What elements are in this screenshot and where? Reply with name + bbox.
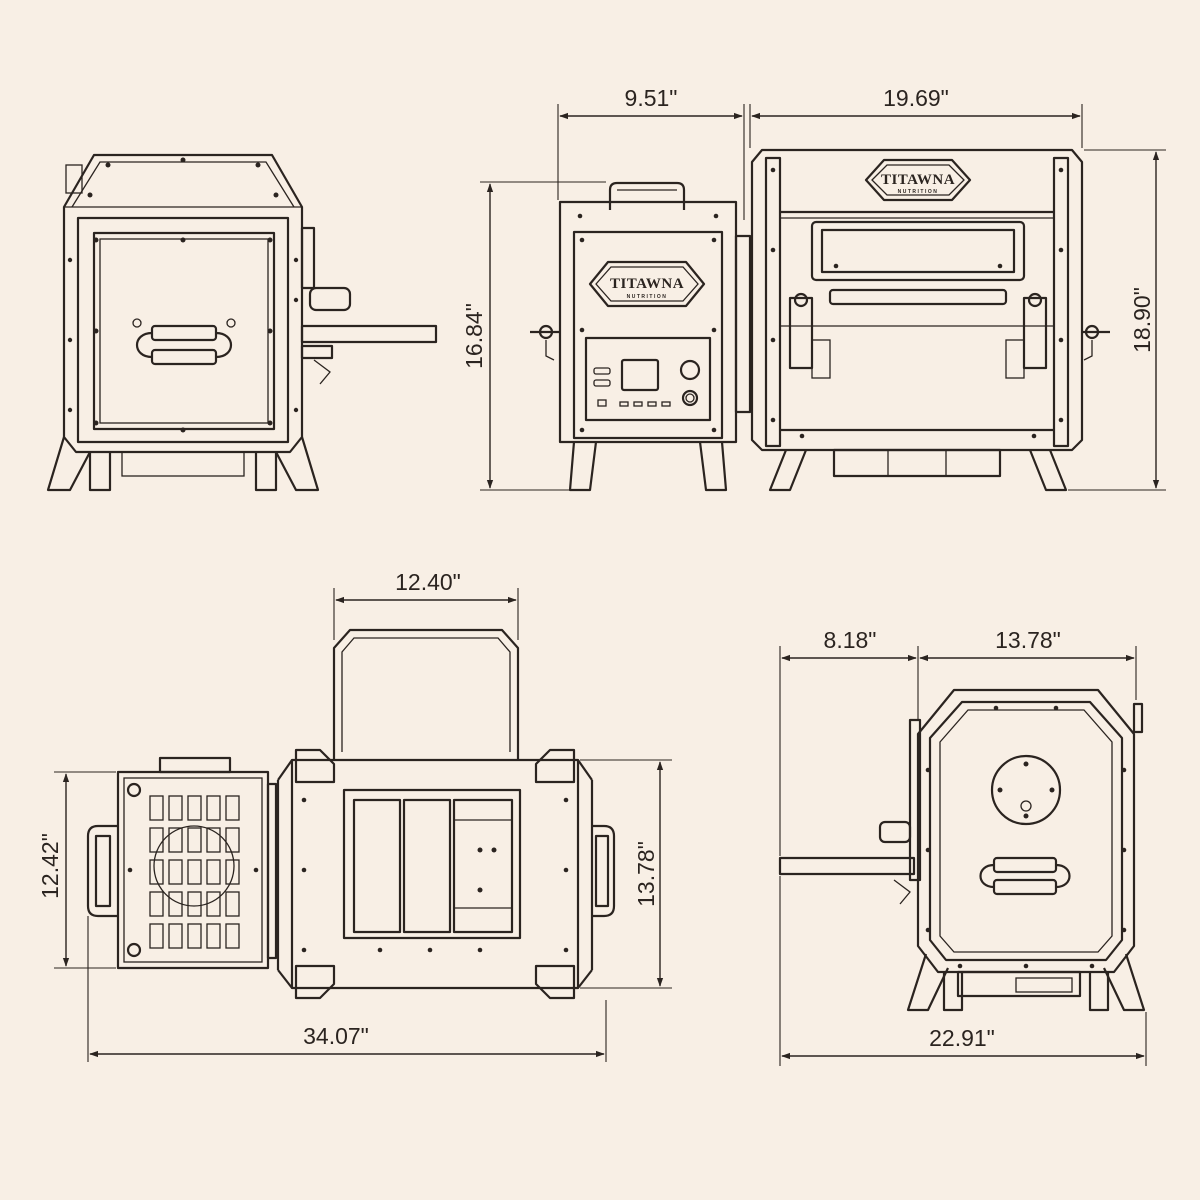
side-view-right-elevation <box>778 688 1146 1012</box>
bolts <box>925 705 1127 969</box>
dim-16-84: 16.84" <box>461 303 487 369</box>
side-view-dimensions: 8.18" 13.78" 22.91" <box>779 627 1147 1066</box>
top-view-dimensions: 12.40" 12.42" 13.78" 34.07" <box>37 569 672 1062</box>
front-view-elevation: TITAWNA NUTRITION <box>530 148 1110 492</box>
dim-9-51: 9.51" <box>625 85 678 111</box>
logo-badge-left: TITAWNA NUTRITION <box>588 260 706 308</box>
svg-text:NUTRITION: NUTRITION <box>898 189 939 195</box>
front-view-dimensions: 9.51" 19.69" 16.84" 18.90" <box>461 85 1166 491</box>
bolts <box>67 157 299 433</box>
dim-12-42: 12.42" <box>37 833 63 899</box>
dim-18-90: 18.90" <box>1129 287 1155 353</box>
dim-13-78-side: 13.78" <box>995 627 1061 653</box>
dim-19-69: 19.69" <box>883 85 949 111</box>
top-view-plan <box>86 628 616 1000</box>
bolts <box>577 167 1064 439</box>
dim-34-07: 34.07" <box>303 1023 369 1049</box>
dim-8-18: 8.18" <box>824 627 877 653</box>
round-vent <box>990 754 1062 826</box>
fan-grille <box>149 795 240 949</box>
dim-12-40: 12.40" <box>395 569 461 595</box>
dim-13-78-top: 13.78" <box>633 841 659 907</box>
dim-22-91: 22.91" <box>929 1025 995 1051</box>
svg-text:TITAWNA: TITAWNA <box>610 276 684 292</box>
control-panel <box>584 336 712 422</box>
latches <box>788 292 1048 379</box>
logo-badge-right: TITAWNA NUTRITION <box>864 158 972 202</box>
side-handle <box>979 856 1071 896</box>
bolts <box>127 797 569 953</box>
svg-text:TITAWNA: TITAWNA <box>881 172 955 188</box>
door-handle <box>132 318 236 366</box>
svg-text:NUTRITION: NUTRITION <box>627 294 668 300</box>
side-view-left-elevation <box>46 153 438 492</box>
